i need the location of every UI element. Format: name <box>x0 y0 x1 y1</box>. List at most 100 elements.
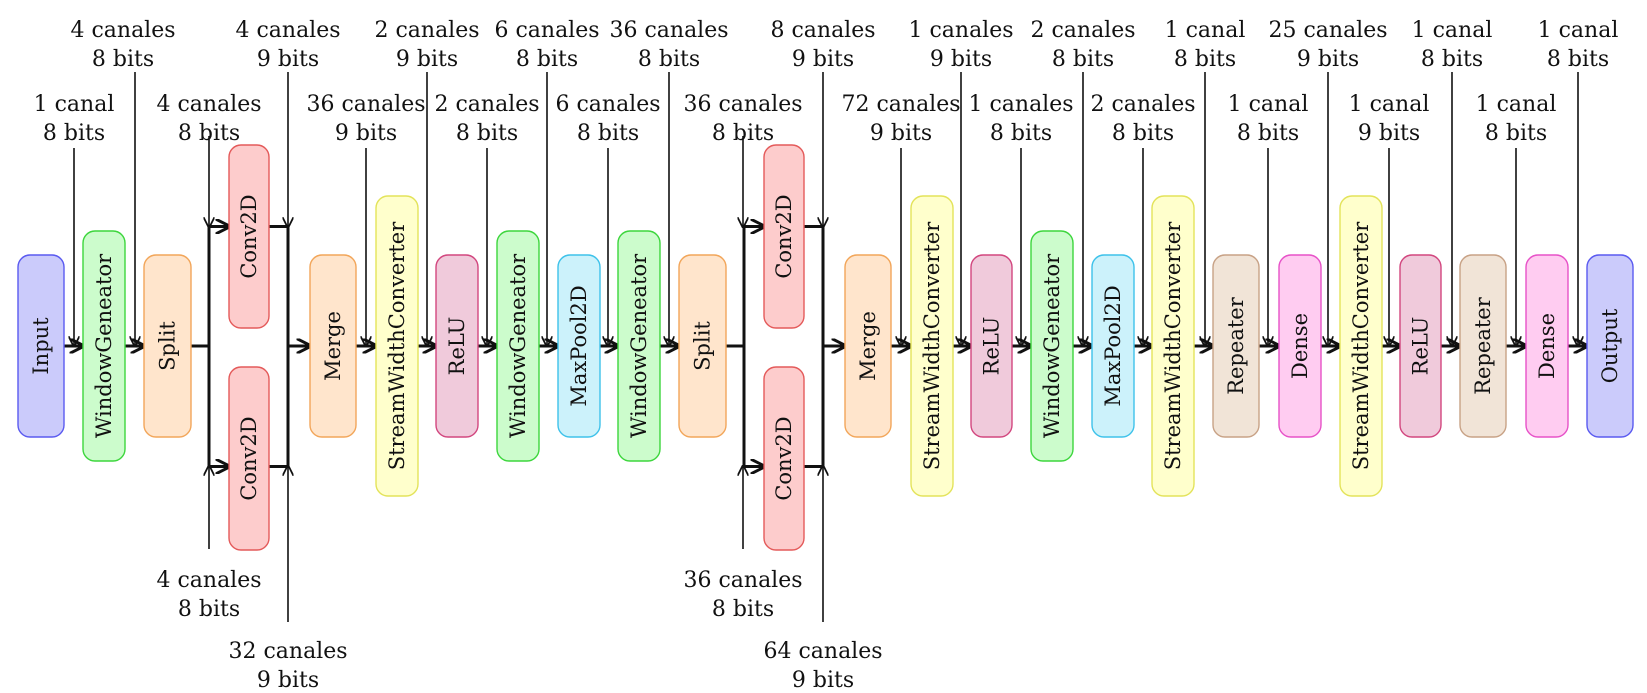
block-conv2a: Conv2D <box>763 144 805 329</box>
annotation-a11-line-0: 36 canales <box>683 92 802 117</box>
annotation-a4-line-0: 4 canales <box>235 18 340 43</box>
annotation-a21-line-1: 9 bits <box>1358 121 1420 146</box>
block-input: Input <box>17 254 65 438</box>
block-conv1a: Conv2D <box>228 144 270 329</box>
block-rep2-label: Repeater <box>1471 296 1495 394</box>
block-conv2b-label: Conv2D <box>772 416 796 500</box>
annotation-a10-line-0: 36 canales <box>609 18 728 43</box>
annotation-a18: 1 canal 8 bits <box>1165 18 1246 346</box>
block-merge2: Merge <box>844 254 892 438</box>
annotation-a15-line-0: 1 canales <box>968 92 1073 117</box>
block-conv2a-box <box>763 144 805 329</box>
annotation-a19-line-0: 1 canal <box>1228 92 1309 117</box>
block-relu3-box <box>1399 254 1442 438</box>
block-swc1-label: StreamWidthConverter <box>385 221 409 470</box>
annotation-a7-line-1: 8 bits <box>456 121 518 146</box>
annotation-b3-line-1: 8 bits <box>712 597 774 622</box>
block-conv1a-box <box>228 144 270 329</box>
annotation-a5-line-0: 36 canales <box>306 92 425 117</box>
block-win3-label: WindowGeneator <box>627 253 651 438</box>
edge-stage1-to-conv-a <box>207 227 229 346</box>
block-split2-label: Split <box>691 321 715 371</box>
annotation-a16-line-1: 8 bits <box>1052 47 1114 72</box>
block-pool2-label: MaxPool2D <box>1101 285 1125 406</box>
annotation-b1-line-1: 8 bits <box>178 597 240 622</box>
block-rep2-box <box>1459 254 1507 438</box>
annotation-a10-line-1: 8 bits <box>638 47 700 72</box>
edge-stage2-conv-b-out <box>804 346 825 468</box>
annotation-a20-line-1: 9 bits <box>1297 47 1359 72</box>
block-win2-box <box>496 230 540 462</box>
block-merge1: Merge <box>309 254 357 438</box>
block-rep1-box <box>1212 254 1260 438</box>
block-split1-label: Split <box>156 321 180 371</box>
block-rep1: Repeater <box>1212 254 1260 438</box>
annotation-b1: 4 canales 8 bits <box>156 466 262 622</box>
block-rep1-label: Repeater <box>1224 296 1248 394</box>
block-output: Output <box>1586 254 1634 438</box>
annotation-a15: 1 canales 8 bits <box>968 92 1074 346</box>
block-win3: WindowGeneator <box>617 230 661 462</box>
annotation-a6-line-0: 2 canales <box>374 18 479 43</box>
annotation-a18-line-0: 1 canal <box>1165 18 1246 43</box>
block-split2-box <box>678 254 727 438</box>
block-swc2-label: StreamWidthConverter <box>920 221 944 470</box>
block-dense1-label: Dense <box>1288 313 1312 379</box>
block-win2-label: WindowGeneator <box>506 253 530 438</box>
annotation-b3-line-0: 36 canales <box>683 568 802 593</box>
edge-stage2-conv-a-out <box>804 225 825 346</box>
annotation-a8-line-1: 8 bits <box>516 47 578 72</box>
block-win1: WindowGeneator <box>82 230 126 462</box>
block-win4-box <box>1030 230 1074 462</box>
block-conv2b-box <box>763 366 805 551</box>
block-swc4-label: StreamWidthConverter <box>1349 221 1373 470</box>
block-relu2: ReLU <box>970 254 1013 438</box>
block-pool1-label: MaxPool2D <box>567 285 591 406</box>
block-swc4: StreamWidthConverter <box>1339 195 1383 497</box>
block-swc1: StreamWidthConverter <box>375 195 419 497</box>
block-swc4-box <box>1339 195 1383 497</box>
annotation-a1-line-0: 1 canal <box>34 92 115 117</box>
block-win3-box <box>617 230 661 462</box>
block-output-box <box>1586 254 1634 438</box>
annotation-a17-line-0: 2 canales <box>1090 92 1195 117</box>
block-dense1-box <box>1278 254 1322 438</box>
annotation-a3-line-0: 4 canales <box>156 92 261 117</box>
block-win1-box <box>82 230 126 462</box>
annotation-a22-line-0: 1 canal <box>1412 18 1493 43</box>
block-win4-label: WindowGeneator <box>1040 253 1064 438</box>
block-win4: WindowGeneator <box>1030 230 1074 462</box>
block-win1-label: WindowGeneator <box>92 253 116 438</box>
block-win2: WindowGeneator <box>496 230 540 462</box>
block-pool1: MaxPool2D <box>557 254 601 438</box>
edge-stage2-to-conv-a <box>742 227 764 346</box>
annotation-a18-line-1: 8 bits <box>1174 47 1236 72</box>
annotation-b1-line-0: 4 canales <box>156 568 261 593</box>
annotation-a24-line-0: 1 canal <box>1538 18 1619 43</box>
annotation-a15-line-1: 8 bits <box>990 121 1052 146</box>
block-relu2-box <box>970 254 1013 438</box>
block-relu1: ReLU <box>435 254 479 438</box>
annotation-a14-line-1: 9 bits <box>930 47 992 72</box>
annotation-a21-line-0: 1 canal <box>1349 92 1430 117</box>
block-relu2-label: ReLU <box>980 317 1004 376</box>
block-split2: Split <box>678 254 727 438</box>
block-split1-box <box>143 254 192 438</box>
